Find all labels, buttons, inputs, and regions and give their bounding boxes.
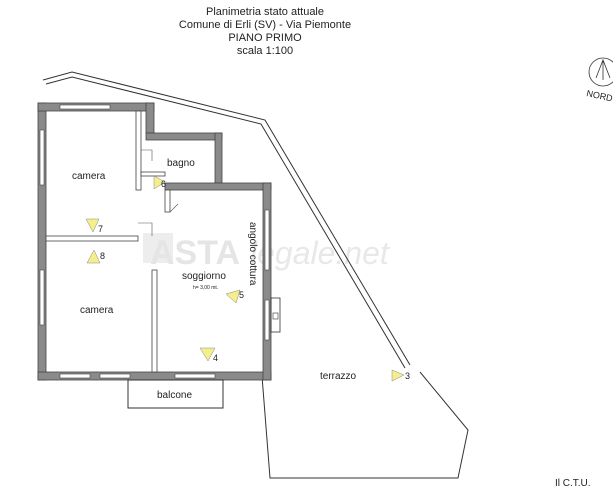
photo-marker-icon <box>391 369 405 382</box>
svg-text:6: 6 <box>161 179 166 189</box>
room-soggiorno-height: h= 3,00 mt. <box>193 285 218 291</box>
photo-point-5: 5 <box>225 289 244 304</box>
plan-title-block: Planimetria stato attuale Comune di Erli… <box>150 6 380 58</box>
photo-points: 3 4 5 6 7 8 <box>85 175 410 382</box>
watermark-legale: legale.net <box>250 235 390 271</box>
room-bagno: bagno <box>167 158 195 169</box>
photo-marker-icon <box>225 289 241 304</box>
plan-location: Comune di Erli (SV) - Via Piemonte <box>178 19 352 31</box>
photo-point-8: 8 <box>86 249 105 264</box>
svg-text:4: 4 <box>213 353 218 363</box>
terrace-outline <box>42 71 469 479</box>
windows <box>39 104 270 379</box>
photo-marker-icon <box>85 218 100 233</box>
svg-text:8: 8 <box>100 251 105 261</box>
interior-walls <box>45 110 171 373</box>
room-terrazzo: terrazzo <box>320 371 357 382</box>
svg-text:3: 3 <box>405 371 410 381</box>
plan-floor: PIANO PRIMO <box>228 32 302 44</box>
north-arrow: NORD <box>586 57 613 104</box>
room-balcone: balcone <box>157 390 192 401</box>
room-angolo-cottura: angolo cottura <box>247 222 258 286</box>
photo-marker-icon <box>86 249 101 264</box>
room-soggiorno: soggiorno <box>182 271 226 282</box>
ctu-signature-label: Il C.T.U. <box>555 478 591 489</box>
balcone-outline <box>127 379 224 409</box>
photo-point-3: 3 <box>391 369 410 382</box>
photo-point-4: 4 <box>199 347 218 363</box>
photo-point-6: 6 <box>153 175 166 190</box>
photo-marker-icon <box>199 347 216 362</box>
plan-title: Planimetria stato attuale <box>205 6 324 18</box>
watermark-logo-icon <box>143 233 173 263</box>
room-camera-bottom: camera <box>80 305 114 316</box>
door-swings <box>138 149 179 236</box>
photo-point-7: 7 <box>85 218 103 234</box>
svg-text:7: 7 <box>98 224 103 234</box>
north-label: NORD <box>586 88 613 103</box>
north-arrow-icon <box>588 57 613 87</box>
watermark: ASTA legale.net <box>143 233 390 272</box>
svg-text:5: 5 <box>239 290 244 300</box>
watermark-asta: ASTA <box>150 234 240 272</box>
plan-scale: scala 1:100 <box>236 45 294 57</box>
photo-marker-icon <box>153 175 166 190</box>
room-camera-top: camera <box>72 171 106 182</box>
exterior-feature <box>270 297 281 333</box>
